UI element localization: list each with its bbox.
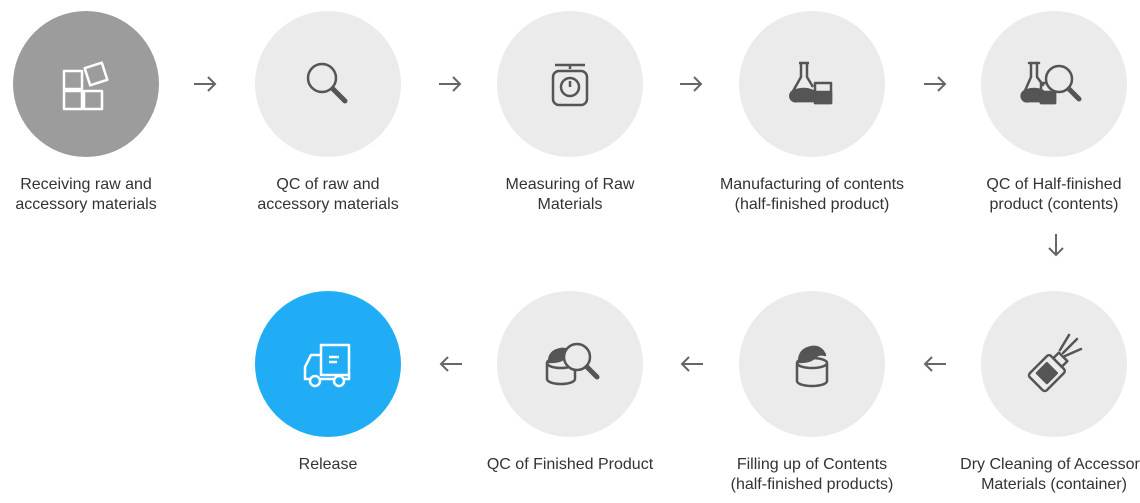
step-label: QC of raw and accessory materials bbox=[257, 176, 399, 213]
step-circle bbox=[255, 291, 401, 437]
step-circle bbox=[739, 11, 885, 157]
arrow-right-icon bbox=[435, 69, 465, 99]
boxes-icon bbox=[62, 61, 109, 111]
step-label: Measuring of Raw Materials bbox=[505, 176, 635, 213]
arrow-left-icon bbox=[677, 349, 707, 379]
arrow-right-icon bbox=[676, 69, 706, 99]
step-label: Dry Cleaning of Accessory Materials (con… bbox=[960, 456, 1140, 493]
flask-beaker-icon bbox=[789, 61, 833, 105]
cream-jar-icon bbox=[795, 345, 829, 388]
arrow-right-icon bbox=[190, 69, 220, 99]
step-circle bbox=[739, 291, 885, 437]
step-circle bbox=[497, 291, 643, 437]
flask-magnifier-icon bbox=[1020, 61, 1082, 105]
step-circle bbox=[497, 11, 643, 157]
truck-icon bbox=[303, 343, 351, 388]
step-label: QC of Half-finished product (contents) bbox=[986, 176, 1122, 213]
jar-magnifier-icon bbox=[545, 342, 600, 386]
magnifier-icon bbox=[306, 62, 348, 104]
step-circle bbox=[255, 11, 401, 157]
arrow-right-icon bbox=[920, 69, 950, 99]
arrow-down-icon bbox=[1041, 230, 1071, 260]
step-label: Release bbox=[298, 456, 358, 473]
step-label: QC of Finished Product bbox=[486, 456, 654, 473]
arrow-left-icon bbox=[920, 349, 950, 379]
step-label: Manufacturing of contents (half-finished… bbox=[719, 176, 905, 213]
spray-bottle-icon bbox=[1027, 333, 1083, 393]
scale-icon bbox=[551, 63, 589, 107]
step-circle bbox=[981, 11, 1127, 157]
step-circle bbox=[13, 11, 159, 157]
step-label: Receiving raw and accessory materials bbox=[15, 176, 157, 213]
step-label: Filling up of Contents (half-finished pr… bbox=[730, 456, 894, 493]
step-circle bbox=[981, 291, 1127, 437]
arrow-left-icon bbox=[436, 349, 466, 379]
